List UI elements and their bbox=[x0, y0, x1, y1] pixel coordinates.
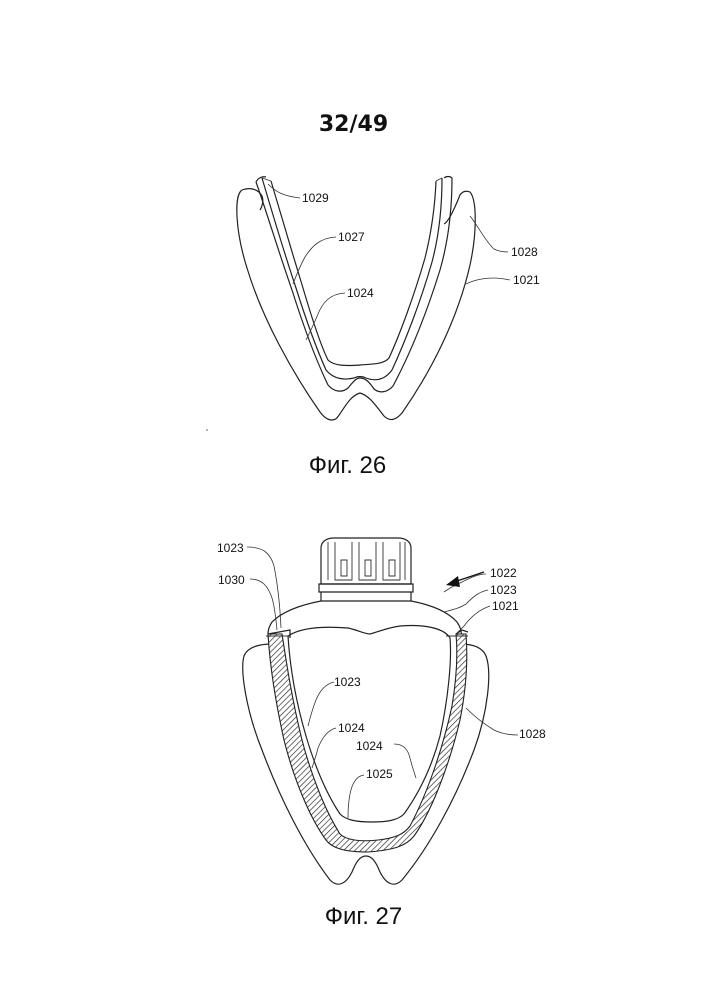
container-wall-outer bbox=[262, 178, 442, 380]
label-1027: 1027 bbox=[338, 230, 365, 244]
label-1023-left: 1023 bbox=[217, 541, 244, 555]
label-1021: 1021 bbox=[492, 599, 519, 613]
figure-26-caption: Фиг. 26 bbox=[0, 452, 701, 480]
figure-27-drawing bbox=[243, 538, 489, 884]
label-1024-b: 1024 bbox=[356, 739, 383, 753]
figure-26-drawing bbox=[206, 177, 475, 431]
label-1030: 1030 bbox=[218, 573, 245, 587]
label-1028: 1028 bbox=[511, 245, 538, 259]
label-1021: 1021 bbox=[513, 273, 540, 287]
figure-26-leaders bbox=[268, 184, 510, 340]
bottle-cap bbox=[319, 538, 413, 601]
label-1024: 1024 bbox=[347, 286, 374, 300]
figure-27-caption: Фиг. 27 bbox=[10, 903, 707, 931]
label-1023-right: 1023 bbox=[490, 583, 517, 597]
sleeve-inner-wall bbox=[256, 178, 452, 392]
label-1025: 1025 bbox=[366, 767, 393, 781]
label-1023-inner: 1023 bbox=[334, 675, 361, 689]
container-shoulder bbox=[268, 601, 461, 640]
label-1028: 1028 bbox=[519, 727, 546, 741]
container-wall-inner bbox=[271, 181, 436, 365]
label-1024-a: 1024 bbox=[338, 721, 365, 735]
label-1029: 1029 bbox=[302, 191, 329, 205]
label-1022: 1022 bbox=[490, 566, 517, 580]
arrow-1022 bbox=[446, 572, 484, 587]
